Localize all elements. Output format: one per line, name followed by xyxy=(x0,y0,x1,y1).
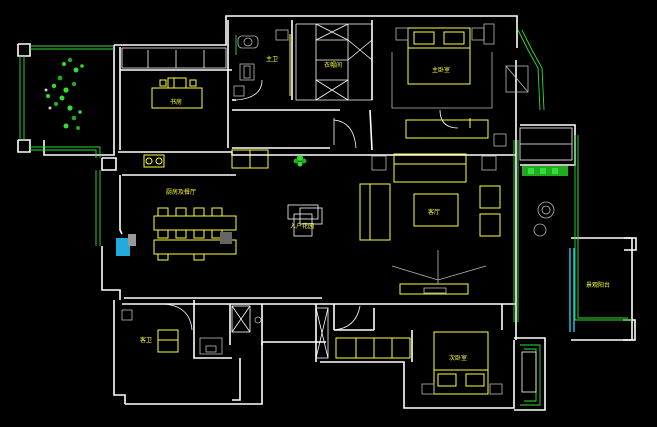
master-bed xyxy=(391,23,529,147)
label-entry: 入户花园 xyxy=(290,222,314,230)
south-bath-fixtures xyxy=(121,305,262,355)
room-labels: 书房 主卫 衣帽间 主卧室 厨房及餐厅 入户花园 客厅 客卫 次卧室 景观阳台 xyxy=(140,55,610,362)
entry-area xyxy=(287,155,323,237)
label-guest-bath: 客卫 xyxy=(140,336,152,344)
north-bath-fixtures xyxy=(233,29,291,97)
plant-icon xyxy=(293,155,307,167)
balcony-glass xyxy=(521,248,575,393)
terrace-items xyxy=(519,127,573,237)
dining-furniture xyxy=(116,149,269,261)
second-bed xyxy=(315,307,503,395)
label-master-bath: 主卫 xyxy=(266,55,278,63)
label-closet: 衣帽间 xyxy=(324,61,342,69)
label-living: 客厅 xyxy=(428,208,440,216)
label-master-bedroom: 主卧室 xyxy=(432,66,450,74)
planter-icon xyxy=(522,166,568,176)
living-furniture xyxy=(359,153,501,295)
plants-icon xyxy=(44,57,84,130)
label-dining: 厨房及餐厅 xyxy=(166,188,196,196)
outer-walls xyxy=(17,15,637,411)
label-study: 书房 xyxy=(170,98,182,106)
label-balcony: 景观阳台 xyxy=(586,281,610,289)
doors xyxy=(163,79,459,345)
window-glazing xyxy=(19,29,632,406)
label-second-bedroom: 次卧室 xyxy=(449,354,467,362)
study-furniture xyxy=(151,77,203,109)
